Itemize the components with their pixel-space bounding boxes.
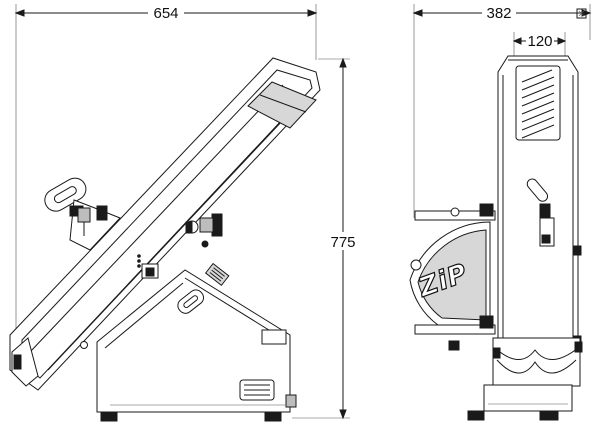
width-side-label: 654 — [153, 5, 178, 22]
product-pusher — [44, 177, 121, 251]
dimension-detail-front: 120 — [512, 31, 567, 62]
carriage-arm — [9, 57, 321, 391]
height-label: 775 — [330, 234, 355, 251]
vent-slots — [521, 69, 555, 139]
carriage-tray — [492, 337, 583, 387]
body-slot — [177, 262, 230, 314]
switch — [137, 254, 159, 279]
front-base — [467, 384, 573, 421]
blade-disc: ZiP — [409, 203, 496, 351]
dimension-width-front: 382 — [412, 2, 592, 218]
detail-front-label: 120 — [527, 33, 552, 50]
close-icon[interactable] — [576, 8, 587, 19]
main-column — [497, 55, 582, 386]
base-housing — [96, 269, 297, 422]
width-front-label: 382 — [486, 5, 511, 22]
front-view: ZiP — [409, 55, 583, 421]
dimension-height: 775 — [292, 57, 359, 420]
thickness-knob — [185, 213, 223, 248]
side-view — [9, 57, 321, 422]
dimension-width-side: 654 — [14, 2, 318, 360]
